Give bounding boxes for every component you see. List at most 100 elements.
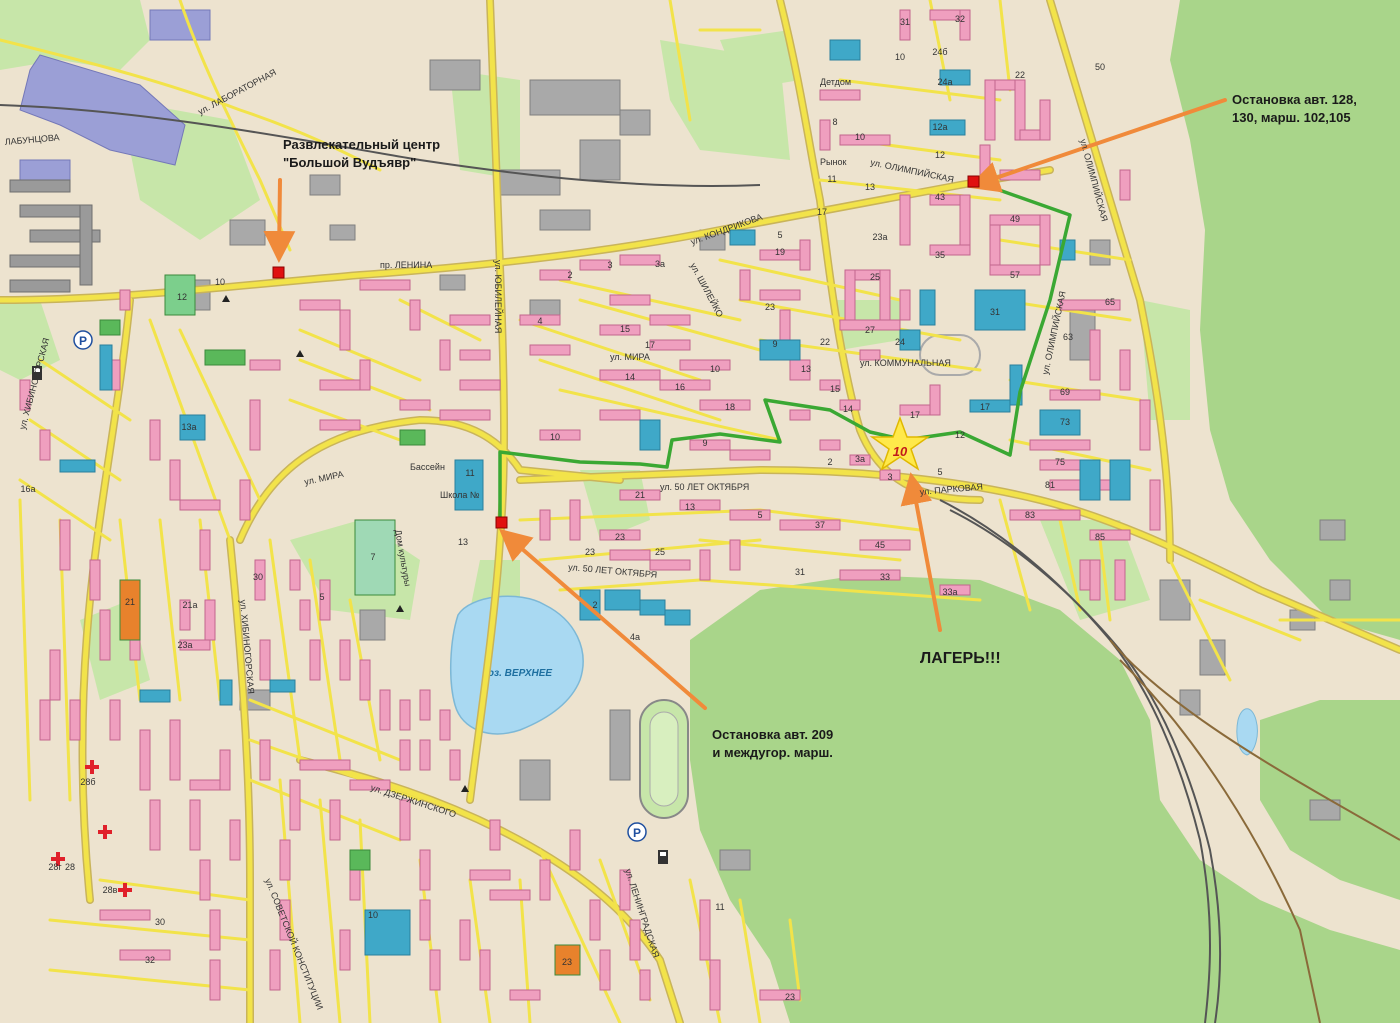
entertainment-center-label: Развлекательный центр "Большой Вудъявр" [283, 137, 441, 170]
svg-text:3: 3 [887, 472, 892, 482]
street-label: Бассейн [410, 462, 445, 472]
svg-text:13: 13 [685, 502, 695, 512]
svg-text:23: 23 [562, 957, 572, 967]
svg-text:4: 4 [537, 316, 542, 326]
svg-text:3а: 3а [855, 454, 865, 464]
svg-text:50: 50 [1095, 62, 1105, 72]
parking-icon: P [627, 822, 647, 842]
street-label: ул. КОММУНАЛЬНАЯ [860, 358, 951, 368]
svg-text:10: 10 [895, 52, 905, 62]
hospital-icon [98, 825, 112, 839]
svg-text:2: 2 [827, 457, 832, 467]
street-label: пр. ЛЕНИНА [380, 260, 432, 270]
parking-icon: P [73, 330, 93, 350]
svg-text:21а: 21а [182, 600, 197, 610]
svg-text:3а: 3а [655, 259, 665, 269]
bus-stop-marker-icon[interactable] [495, 516, 508, 529]
svg-text:31: 31 [795, 567, 805, 577]
svg-text:10: 10 [550, 432, 560, 442]
svg-text:10: 10 [215, 277, 225, 287]
bus-stop-marker-icon[interactable] [967, 175, 980, 188]
stadium-small [919, 334, 981, 376]
fuel-icon [658, 850, 668, 864]
walking-route [498, 183, 1072, 522]
residential-buildings [19, 9, 1161, 1011]
svg-text:2: 2 [567, 270, 572, 280]
svg-text:12: 12 [177, 292, 187, 302]
svg-text:28: 28 [65, 862, 75, 872]
svg-text:31: 31 [900, 17, 910, 27]
svg-text:10: 10 [368, 910, 378, 920]
svg-text:15: 15 [830, 384, 840, 394]
svg-text:14: 14 [843, 404, 853, 414]
hospital-icon [85, 760, 99, 774]
svg-text:35: 35 [935, 250, 945, 260]
svg-text:2: 2 [592, 600, 597, 610]
svg-text:27: 27 [865, 325, 875, 335]
svg-text:43: 43 [935, 192, 945, 202]
stadium [639, 699, 689, 819]
svg-text:P: P [633, 826, 641, 840]
svg-text:21: 21 [635, 490, 645, 500]
camp-label: ЛАГЕРЬ!!! [920, 650, 1001, 667]
forest-areas [690, 0, 1400, 1023]
svg-text:5: 5 [777, 230, 782, 240]
svg-text:23а: 23а [872, 232, 887, 242]
svg-text:15: 15 [620, 324, 630, 334]
svg-text:75: 75 [1055, 457, 1065, 467]
svg-text:49: 49 [1010, 214, 1020, 224]
svg-text:81: 81 [1045, 480, 1055, 490]
svg-text:9: 9 [772, 339, 777, 349]
special-buildings [99, 274, 581, 976]
small-pond [1236, 708, 1258, 756]
svg-text:16: 16 [675, 382, 685, 392]
street-label: Детдом [820, 77, 851, 87]
railway [0, 104, 1400, 1024]
svg-text:17: 17 [980, 402, 990, 412]
svg-text:28г: 28г [48, 862, 62, 872]
bus-stop-marker-icon[interactable] [272, 266, 285, 279]
svg-text:30: 30 [253, 572, 263, 582]
street-label: ул. МИРА [610, 352, 650, 362]
svg-text:7: 7 [370, 552, 375, 562]
svg-text:12а: 12а [932, 122, 947, 132]
svg-text:24а: 24а [937, 77, 952, 87]
svg-text:24б: 24б [932, 47, 947, 57]
svg-text:32: 32 [145, 955, 155, 965]
svg-text:83: 83 [1025, 510, 1035, 520]
svg-text:23: 23 [785, 992, 795, 1002]
svg-text:13а: 13а [181, 422, 196, 432]
hospital-icon [51, 852, 65, 866]
svg-text:23: 23 [585, 547, 595, 557]
svg-text:22: 22 [1015, 70, 1025, 80]
svg-text:4а: 4а [630, 632, 640, 642]
svg-text:5: 5 [319, 592, 324, 602]
svg-text:69: 69 [1060, 387, 1070, 397]
lake-label: оз. ВЕРХНЕЕ [488, 668, 553, 679]
street-label: ЛАБУНЦОВА [4, 132, 60, 147]
monument-icon [222, 295, 469, 792]
public-buildings [59, 39, 1131, 956]
street-label: Рынок [820, 157, 846, 167]
annotation-arrows [263, 98, 1227, 710]
svg-text:23а: 23а [177, 640, 192, 650]
svg-text:19: 19 [775, 247, 785, 257]
svg-text:73: 73 [1060, 417, 1070, 427]
svg-text:13: 13 [458, 537, 468, 547]
svg-text:9: 9 [702, 438, 707, 448]
svg-text:63: 63 [1063, 332, 1073, 342]
svg-text:P: P [79, 334, 87, 348]
svg-text:13: 13 [801, 364, 811, 374]
svg-text:17: 17 [817, 207, 827, 217]
svg-text:10: 10 [855, 132, 865, 142]
svg-text:23: 23 [765, 302, 775, 312]
street-label: ул. 50 ЛЕТ ОКТЯБРЯ [660, 482, 749, 492]
dense-block-left [9, 179, 101, 293]
svg-text:32: 32 [955, 14, 965, 24]
camp-star-icon[interactable]: 10 [869, 415, 931, 471]
svg-text:85: 85 [1095, 532, 1105, 542]
